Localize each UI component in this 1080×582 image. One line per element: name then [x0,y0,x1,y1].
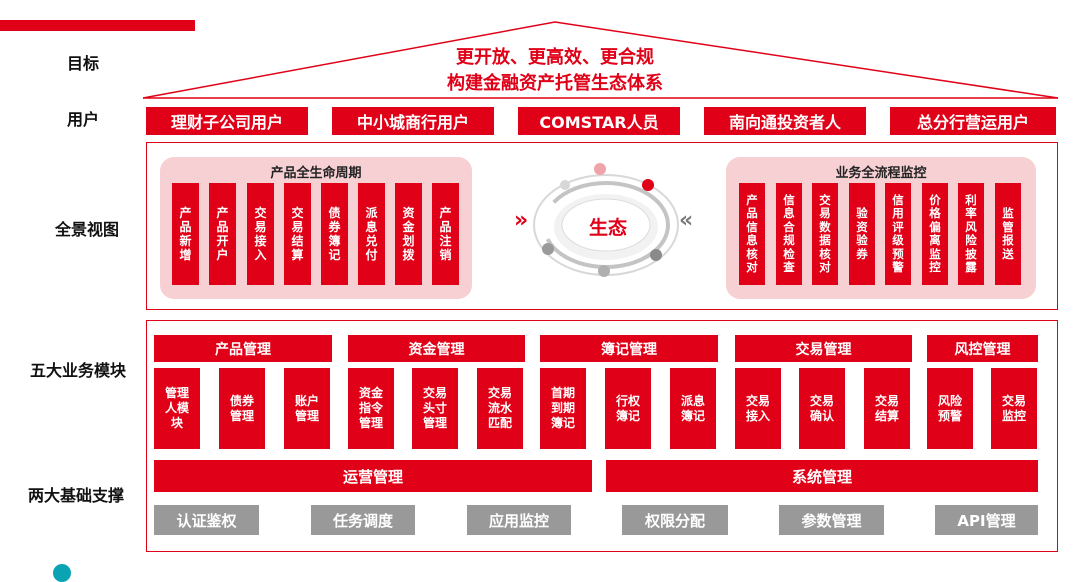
support-item-parameters: 参数管理 [779,505,884,535]
lifecycle-item: 交易接入 [247,183,274,285]
monitoring-item: 交易数据核对 [812,183,838,285]
module-item: 派息簿记 [670,368,716,449]
module-item: 交易结算 [864,368,910,449]
lifecycle-item: 交易结算 [284,183,311,285]
arrow-left-icon: « [679,208,694,233]
module-item: 管理人模块 [154,368,200,449]
monitoring-item: 产品信息核对 [739,183,765,285]
module-item: 资金指令管理 [348,368,394,449]
support-item-api: API管理 [935,505,1038,535]
monitoring-item: 信息合规检查 [776,183,802,285]
support-item-scheduling: 任务调度 [311,505,415,535]
monitoring-item: 利率风险披露 [958,183,984,285]
lifecycle-item: 资金划拨 [395,183,422,285]
roof-outline [142,21,1059,99]
lifecycle-title: 产品全生命周期 [270,166,362,181]
module-risk-title: 风控管理 [927,335,1038,362]
module-item: 首期到期簿记 [540,368,586,449]
label-goal: 目标 [67,54,100,73]
user-branch-ops: 总分行营运用户 [890,107,1056,135]
label-two-support: 两大基础支撑 [28,486,125,505]
module-item: 债券管理 [219,368,265,449]
lifecycle-item: 派息兑付 [358,183,385,285]
user-southbound-investor: 南向通投资者人 [704,107,866,135]
module-item: 行权簿记 [605,368,651,449]
module-trade-title: 交易管理 [735,335,912,362]
sys-management-bar: 系统管理 [606,460,1038,492]
module-item: 交易监控 [991,368,1037,449]
module-item: 交易头寸管理 [412,368,458,449]
module-item: 风险预警 [927,368,973,449]
label-users: 用户 [67,110,100,129]
monitoring-title: 业务全流程监控 [835,166,927,181]
user-city-bank: 中小城商行用户 [332,107,494,135]
lifecycle-item: 产品注销 [432,183,459,285]
label-panorama: 全景视图 [55,220,120,239]
monitoring-item: 验资验券 [849,183,875,285]
panorama-frame [146,142,1058,310]
monitoring-item: 价格偏离监控 [922,183,948,285]
user-comstar: COMSTAR人员 [518,107,680,135]
monitoring-item: 信用评级预警 [885,183,911,285]
goal-line-1: 更开放、更高效、更合规 [456,47,654,68]
module-item: 交易接入 [735,368,781,449]
modules-frame [146,320,1058,552]
ecology-label: 生态 [588,217,627,239]
support-item-app-monitor: 应用监控 [467,505,571,535]
lifecycle-item: 产品新增 [172,183,199,285]
arrow-right-icon: » [514,208,529,233]
label-five-modules: 五大业务模块 [30,361,127,380]
lifecycle-item: 债券簿记 [321,183,348,285]
corner-dot [53,564,71,582]
top-accent-stripe [0,20,195,31]
user-wealth-subsidiary: 理财子公司用户 [146,107,308,135]
support-item-auth: 认证鉴权 [154,505,259,535]
goal-line-2: 构建金融资产托管生态体系 [447,73,663,94]
module-funds-title: 资金管理 [348,335,525,362]
lifecycle-item: 产品开户 [209,183,236,285]
module-item: 交易确认 [799,368,845,449]
module-product-title: 产品管理 [154,335,332,362]
module-bookkeeping-title: 簿记管理 [540,335,718,362]
monitoring-item: 监管报送 [995,183,1021,285]
module-item: 交易流水匹配 [477,368,523,449]
ecology-ring [533,163,679,277]
ops-management-bar: 运营管理 [154,460,592,492]
module-item: 账户管理 [284,368,330,449]
support-item-permissions: 权限分配 [622,505,728,535]
